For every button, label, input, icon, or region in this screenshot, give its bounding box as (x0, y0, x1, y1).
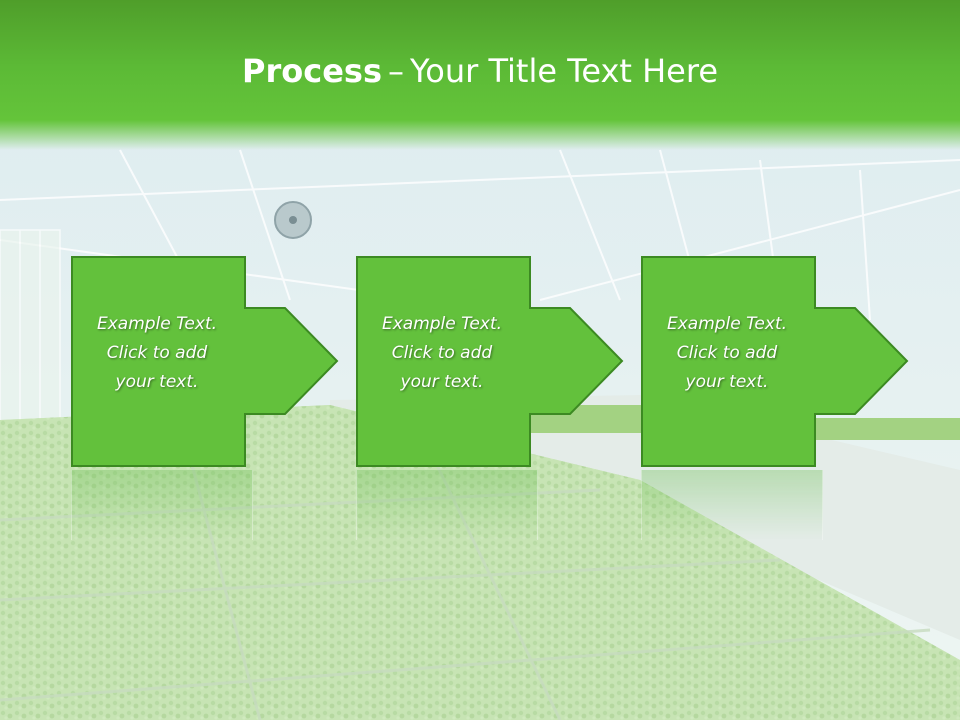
step-text[interactable]: Example Text. Click to add your text. (641, 310, 813, 397)
step-line: Click to add (391, 343, 493, 363)
box-reflection (641, 470, 823, 540)
step-text[interactable]: Example Text. Click to add your text. (71, 310, 243, 397)
step-line: Click to add (106, 343, 208, 363)
step-line: Click to add (676, 343, 778, 363)
box-reflection (71, 470, 253, 540)
title-separator: – (387, 52, 404, 90)
step-text[interactable]: Example Text. Click to add your text. (356, 310, 528, 397)
arrow-box-shape (641, 256, 909, 467)
step-line: Example Text. (666, 314, 788, 334)
title-bar (0, 0, 960, 150)
box-reflection (356, 470, 538, 540)
title-rest: Your Title Text Here (409, 52, 718, 90)
step-line: your text. (685, 372, 769, 392)
step-line: your text. (115, 372, 199, 392)
step-line: your text. (400, 372, 484, 392)
process-step-1[interactable]: Example Text. Click to add your text. (71, 256, 339, 540)
slide-title[interactable]: Process–Your Title Text Here (0, 52, 960, 90)
process-step-2[interactable]: Example Text. Click to add your text. (356, 256, 624, 540)
arrow-box-shape (356, 256, 624, 467)
arrow-box-shape (71, 256, 339, 467)
process-step-3[interactable]: Example Text. Click to add your text. (641, 256, 909, 540)
title-bold: Process (242, 52, 382, 90)
step-line: Example Text. (96, 314, 218, 334)
step-line: Example Text. (381, 314, 503, 334)
